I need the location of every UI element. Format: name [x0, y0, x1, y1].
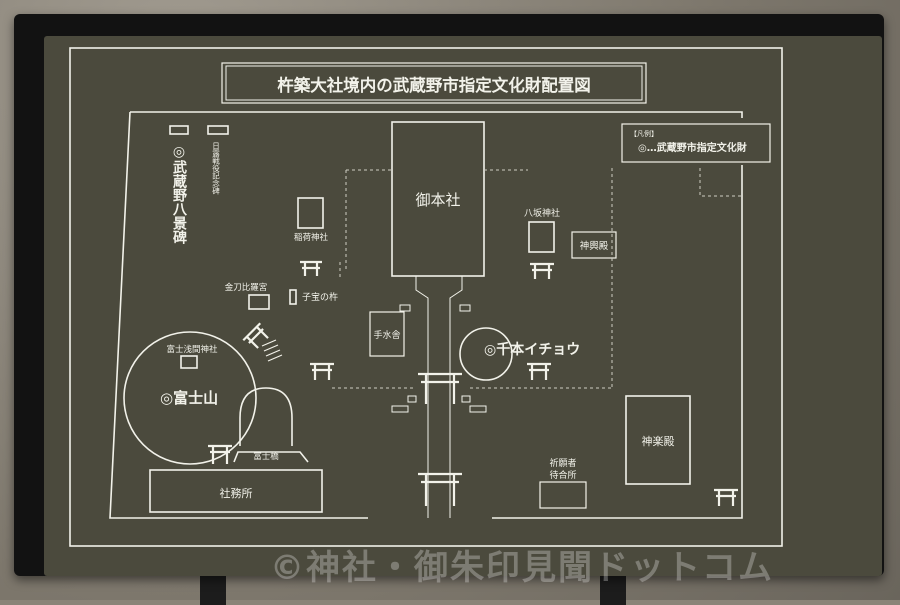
waiting-room-label-2: 待合所 — [549, 469, 576, 481]
nichiro-monument-label: 日露戦役記念碑 — [211, 142, 220, 196]
stone-steps — [261, 339, 283, 362]
main-shrine-label: 御本社 — [415, 191, 460, 209]
torii-gate — [242, 322, 269, 349]
torii-gate — [714, 488, 738, 506]
shinyoden-box — [571, 231, 617, 259]
hakkei-monument-label: ◎武蔵野八景碑 — [171, 144, 188, 245]
hakkei-monument-marker — [169, 125, 189, 135]
kodakara-marker — [289, 289, 297, 305]
konpira-label: 金刀比羅宮 — [225, 282, 268, 293]
approach-path-left — [415, 276, 429, 518]
shamusho-label: 社務所 — [220, 486, 253, 500]
inari-shrine-building — [297, 197, 324, 229]
map-title: 杵築大社境内の武蔵野市指定文化財配置図 — [277, 75, 591, 95]
fuji-bridge — [233, 451, 309, 463]
title-box-inner — [225, 65, 643, 101]
lantern-marker — [407, 395, 417, 403]
outer-frame — [69, 47, 783, 547]
precinct-boundary-right — [492, 165, 743, 519]
main-shrine-building — [391, 121, 485, 277]
approach-path-right — [449, 276, 463, 518]
fuji-bridge-label: 富士橋 — [253, 451, 279, 462]
precinct-boundary-left — [109, 111, 368, 519]
kodakara-label: 子宝の杵 — [302, 291, 338, 303]
temizuya-box — [369, 311, 405, 357]
ginkgo-label: ◎千本イチョウ — [484, 341, 580, 358]
fuji-sengen-shrine-building — [180, 355, 198, 369]
konpira-shrine-building — [248, 294, 270, 310]
shinyoden-label: 神輿殿 — [580, 240, 609, 252]
ginkgo-tree-circle — [459, 327, 513, 381]
kaguraden-building — [625, 395, 691, 485]
fujisan-label: ◎富士山 — [160, 389, 218, 407]
watermark: ©神社・御朱印見聞ドットコム — [270, 548, 774, 588]
torii-gate — [208, 444, 232, 464]
torii-gate — [527, 362, 551, 380]
lantern-marker — [469, 405, 487, 413]
torii-gate — [310, 362, 334, 380]
lantern-marker — [391, 405, 409, 413]
fence-dashed — [699, 168, 742, 197]
temizuya-label: 手水舎 — [373, 329, 400, 341]
title-box — [221, 62, 647, 104]
waiting-room-label-1: 祈願者 — [549, 457, 576, 469]
inari-label: 稲荷神社 — [294, 232, 329, 243]
shamusho-building — [149, 469, 323, 513]
lantern-marker — [399, 304, 411, 312]
torii-gate — [530, 262, 554, 279]
precinct-boundary-top — [130, 111, 743, 118]
fuji-arch — [239, 387, 293, 446]
fuji-mound-circle — [123, 331, 257, 465]
lantern-marker — [459, 304, 471, 312]
legend-item: ◎…武蔵野市指定文化財 — [638, 141, 747, 154]
kaguraden-label: 神楽殿 — [642, 434, 675, 448]
torii-gate-main — [418, 472, 462, 506]
torii-gate-main — [418, 372, 462, 404]
nichiro-monument-marker — [207, 125, 229, 135]
legend-heading: 【凡例】 — [630, 129, 658, 138]
fuji-sengen-label: 富士浅間神社 — [166, 344, 218, 355]
legend-box — [621, 123, 771, 163]
lantern-marker — [461, 395, 471, 403]
torii-gate — [300, 260, 322, 276]
waiting-room-box — [539, 481, 587, 509]
yasaka-label: 八坂神社 — [524, 207, 560, 219]
yasaka-shrine-building — [528, 221, 555, 253]
